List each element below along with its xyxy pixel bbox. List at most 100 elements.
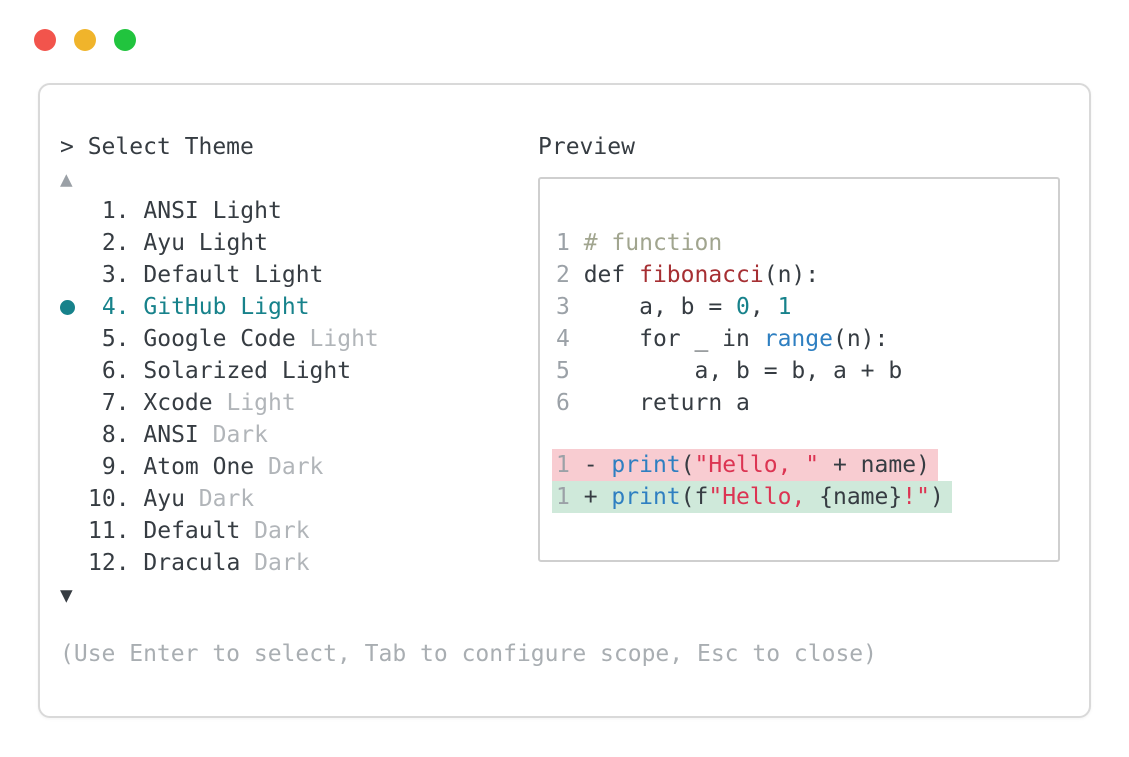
theme-list-item[interactable]: 1. ANSI Light <box>60 195 379 227</box>
theme-list-item[interactable]: 10. Ayu Dark <box>60 483 379 515</box>
line-number: 3 <box>556 294 570 320</box>
code-token: "Hello, " <box>694 452 820 478</box>
line-number: 5 <box>556 358 570 384</box>
theme-number: 6. <box>101 358 130 384</box>
theme-number: 1. <box>101 198 130 224</box>
theme-list-item[interactable]: 7. Xcode Light <box>60 387 379 419</box>
selected-item-bullet <box>60 300 75 315</box>
theme-variant: Light <box>212 198 282 224</box>
theme-name: Ayu <box>143 230 185 256</box>
theme-name: Dracula <box>143 550 241 576</box>
preview-label: Preview <box>538 134 635 160</box>
theme-number: 7. <box>101 390 130 416</box>
code-token: 1 <box>777 294 792 320</box>
theme-variant: Dark <box>212 422 268 448</box>
theme-number: 4. <box>101 294 130 320</box>
theme-list-item[interactable]: 3. Default Light <box>60 259 379 291</box>
theme-number: 10. <box>88 486 130 512</box>
minimize-button[interactable] <box>74 29 96 51</box>
theme-list-item[interactable]: 6. Solarized Light <box>60 355 379 387</box>
code-token: a, b = b, a + b <box>583 358 903 384</box>
code-line: 2 def fibonacci(n): <box>556 259 1058 291</box>
theme-name: Default <box>143 262 241 288</box>
code-token: "Hello, <box>708 484 820 510</box>
close-button[interactable] <box>34 29 56 51</box>
scroll-down-indicator[interactable]: ▼ <box>60 583 73 607</box>
code-line: 4 for _ in range(n): <box>556 323 1058 355</box>
theme-variant: Light <box>309 326 379 352</box>
theme-list-item[interactable]: 9. Atom One Dark <box>60 451 379 483</box>
theme-number: 12. <box>88 550 130 576</box>
line-number: 2 <box>556 262 570 288</box>
dialog-header: > Select Theme <box>60 131 379 163</box>
theme-name: Ayu <box>143 486 185 512</box>
diff-removed-line: 1- print("Hello, " + name) <box>552 449 938 481</box>
code-token: (n): <box>763 262 820 288</box>
selection-gutter <box>60 291 88 315</box>
code-token: ( <box>680 452 695 478</box>
code-line: 3 a, b = 0, 1 <box>556 291 1058 323</box>
code-token: (f <box>680 484 709 510</box>
scroll-up-indicator[interactable]: ▲ <box>60 167 73 191</box>
theme-name: Google Code <box>143 326 296 352</box>
code-line: 6 return a <box>556 387 1058 419</box>
theme-variant: Dark <box>254 518 310 544</box>
theme-name: Xcode <box>143 390 213 416</box>
theme-name: Atom One <box>143 454 255 480</box>
line-number: 1 <box>556 484 570 510</box>
theme-number: 9. <box>101 454 130 480</box>
code-token: print <box>611 452 681 478</box>
theme-variant: Light <box>281 358 352 384</box>
prompt-symbol: > <box>60 134 74 160</box>
theme-number: 2. <box>101 230 130 256</box>
line-number: 1 <box>556 452 570 478</box>
code-token: ) <box>929 484 944 510</box>
code-token: !" <box>902 484 930 510</box>
code-token: {name} <box>819 484 903 510</box>
theme-variant: Light <box>240 294 310 320</box>
theme-name: Solarized <box>143 358 268 384</box>
theme-name: GitHub <box>143 294 227 320</box>
code-token: return a <box>583 390 750 416</box>
diff-block: 1- print("Hello, " + name)1+ print(f"Hel… <box>552 449 1058 513</box>
theme-variant: Dark <box>268 454 324 480</box>
theme-variant: Light <box>226 390 296 416</box>
theme-variant: Light <box>254 262 324 288</box>
theme-variant: Dark <box>198 486 255 512</box>
code-token: + name) <box>819 452 930 478</box>
theme-name: ANSI <box>143 422 199 448</box>
code-token: def <box>583 262 640 288</box>
code-token: + <box>583 484 612 510</box>
help-text: (Use Enter to select, Tab to configure s… <box>60 641 877 667</box>
line-number: 4 <box>556 326 570 352</box>
theme-list-item[interactable]: 2. Ayu Light <box>60 227 379 259</box>
theme-list-item[interactable]: 4. GitHub Light <box>60 291 379 323</box>
code-token: , <box>749 294 778 320</box>
theme-list-item[interactable]: 8. ANSI Dark <box>60 419 379 451</box>
dialog-title: Select Theme <box>87 134 254 160</box>
theme-name: ANSI <box>143 198 199 224</box>
window-controls <box>34 29 136 51</box>
code-token: fibonacci <box>639 262 764 288</box>
code-line: 1# function <box>556 227 1058 259</box>
code-token: - <box>583 452 612 478</box>
code-token: (n): <box>832 326 889 352</box>
code-token: 0 <box>736 294 750 320</box>
code-token: print <box>611 484 681 510</box>
code-token: for _ in <box>583 326 764 352</box>
code-token: # function <box>583 230 723 256</box>
theme-number: 3. <box>101 262 130 288</box>
zoom-button[interactable] <box>114 29 136 51</box>
theme-number: 8. <box>101 422 130 448</box>
theme-variant: Light <box>198 230 269 256</box>
code-token: a, b = <box>583 294 737 320</box>
